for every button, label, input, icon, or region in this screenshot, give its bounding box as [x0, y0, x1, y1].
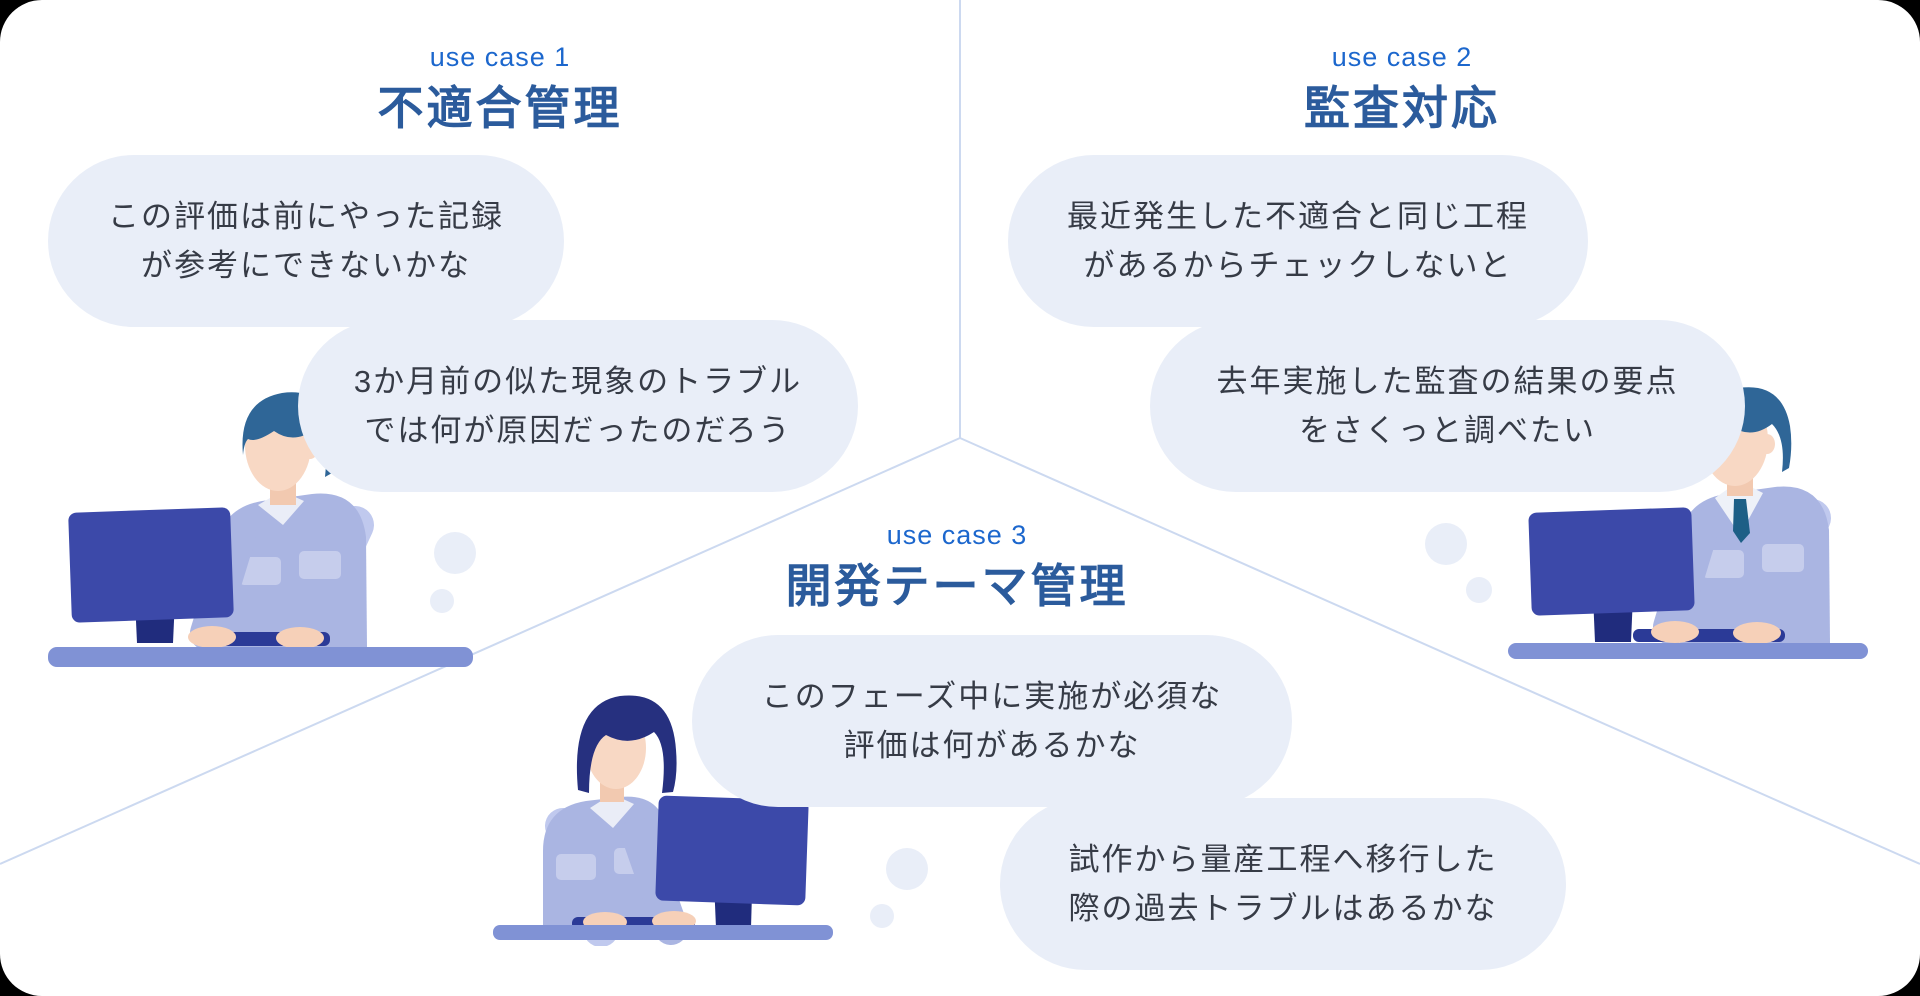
pocket — [556, 854, 596, 880]
use-case-2-header: use case 2 監査対応 — [1304, 40, 1500, 136]
thought-dot — [430, 589, 454, 613]
hand — [1733, 622, 1781, 644]
use-case-2-title: 監査対応 — [1304, 82, 1500, 134]
monitor — [655, 795, 809, 906]
desk — [493, 925, 833, 940]
use-case-1-header: use case 1 不適合管理 — [378, 40, 623, 136]
thought-dot — [1425, 523, 1467, 565]
use-case-3-header: use case 3 開発テーマ管理 — [786, 518, 1129, 614]
speech-bubble-3-1: このフェーズ中に実施が必須な 評価は何があるかな — [692, 635, 1292, 807]
speech-bubble-1-2: 3か月前の似た現象のトラブル では何が原因だったのだろう — [298, 320, 858, 492]
use-case-1-title: 不適合管理 — [377, 82, 623, 134]
pocket — [1762, 544, 1804, 572]
thought-dot — [870, 904, 894, 928]
monitor — [1528, 507, 1695, 616]
monitor — [68, 507, 234, 623]
ear — [1759, 434, 1775, 454]
desk — [48, 647, 473, 667]
thought-dot — [1466, 577, 1492, 603]
use-case-2-label: use case 2 — [1331, 42, 1473, 72]
use-case-3-label: use case 3 — [886, 520, 1028, 550]
hand — [1651, 621, 1699, 643]
desk — [1508, 643, 1868, 659]
use-case-1-label: use case 1 — [429, 42, 571, 72]
hand — [188, 626, 236, 648]
speech-bubble-3-2: 試作から量産工程へ移行した 際の過去トラブルはあるかな — [1000, 798, 1566, 970]
speech-bubble-2-1: 最近発生した不適合と同じ工程 があるからチェックしないと — [1008, 155, 1588, 327]
pocket — [299, 551, 341, 579]
thought-dot — [434, 532, 476, 574]
speech-bubble-2-2: 去年実施した監査の結果の要点 をさくっと調べたい — [1150, 320, 1745, 492]
use-case-3-title: 開発テーマ管理 — [785, 560, 1129, 612]
thought-dot — [886, 848, 928, 890]
speech-bubble-1-1: この評価は前にやった記録 が参考にできないかな — [48, 155, 564, 327]
hand — [276, 627, 324, 649]
